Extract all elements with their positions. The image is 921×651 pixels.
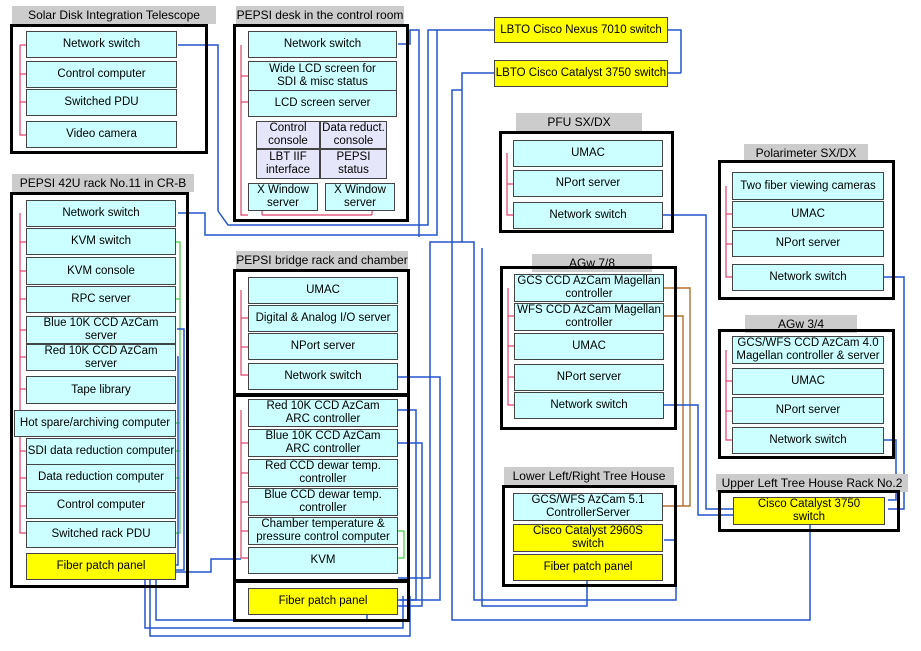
desk-wide-lcd: Wide LCD screen for SDI & misc status	[248, 61, 397, 91]
bridge-frame-fiber	[233, 580, 410, 622]
rack-tape-library: Tape library	[26, 376, 176, 404]
rack-sdi-data-reduction: SDI data reduction computer	[26, 438, 176, 465]
polarimeter-frame	[718, 160, 895, 300]
pfu-nport-server: NPort server	[513, 170, 663, 197]
desk-pepsi-status: PEPSI status	[320, 149, 387, 179]
pfu-title: PFU SX/DX	[516, 113, 642, 131]
agw78-wfs-magellan-controller: WFS CCD AzCam Magellan controller	[514, 303, 664, 331]
desk-frame	[233, 24, 409, 222]
pfu-umac: UMAC	[513, 140, 663, 167]
sdi-switched-pdu: Switched PDU	[26, 89, 177, 116]
agw78-gcs-magellan-controller: GCS CCD AzCam Magellan controller	[514, 274, 664, 302]
rack-frame	[10, 192, 189, 588]
lbto-catalyst-switch: LBTO Cisco Catalyst 3750 switch	[494, 60, 668, 87]
desk-lbt-iif-interface: LBT IIF interface	[256, 149, 320, 179]
bridge-blue-ccd-arc-controller: Blue 10K CCD AzCam ARC controller	[248, 429, 398, 457]
bridge-umac: UMAC	[248, 277, 398, 304]
desk-control-console: Control console	[256, 121, 320, 149]
bridge-kvm: KVM	[248, 547, 398, 574]
sdi-video-camera: Video camera	[26, 121, 177, 148]
desk-lcd-server: LCD screen server	[248, 90, 397, 117]
bridge-fiber-patch-panel: Fiber patch panel	[248, 588, 398, 615]
agw34-title: AGw 3/4	[745, 315, 857, 333]
bridge-nport-server: NPort server	[248, 333, 398, 360]
agw78-umac: UMAC	[514, 333, 664, 360]
bridge-chamber-control-computer: Chamber temperature & pressure control c…	[248, 517, 398, 545]
bridge-title: PEPSI bridge rack and chamber	[236, 251, 408, 269]
upper-tree-frame	[718, 490, 900, 532]
sdi-network-switch: Network switch	[26, 31, 177, 58]
agw34-network-switch: Network switch	[732, 427, 884, 454]
rack-hot-spare-computer: Hot spare/archiving computer	[14, 410, 176, 437]
rack-data-reduction-computer: Data reduction computer	[26, 464, 176, 491]
lower-tree-fiber-patch-panel: Fiber patch panel	[513, 554, 663, 581]
rack-kvm-switch: KVM switch	[26, 228, 176, 255]
rack-title: PEPSI 42U rack No.11 in CR-B	[12, 174, 194, 192]
agw34-umac: UMAC	[732, 368, 884, 395]
agw34-frame	[718, 329, 895, 459]
rack-blue-ccd-server: Blue 10K CCD AzCam server	[26, 316, 176, 344]
rack-rpc-server: RPC server	[26, 286, 176, 313]
rack-red-ccd-server: Red 10K CCD AzCam server	[26, 344, 176, 371]
bridge-network-switch: Network switch	[248, 363, 398, 390]
agw78-frame	[500, 266, 677, 430]
lower-tree-frame	[502, 485, 677, 587]
sdi-title: Solar Disk Integration Telescope	[12, 6, 216, 24]
upper-tree-title: Upper Left Tree House Rack No.2	[716, 474, 908, 492]
agw34-gcs-wfs-magellan: GCS/WFS CCD AzCam 4.0 Magellan controlle…	[732, 336, 884, 364]
lower-tree-catalyst-2960s: Cisco Catalyst 2960S switch	[513, 524, 663, 552]
polarimeter-fiber-viewing-cameras: Two fiber viewing cameras	[732, 172, 884, 200]
pfu-network-switch: Network switch	[513, 202, 663, 229]
agw78-network-switch: Network switch	[514, 392, 664, 419]
lower-tree-title: Lower Left/Right Tree House	[504, 467, 674, 485]
bridge-blue-dewar-controller: Blue CCD dewar temp. controller	[248, 488, 398, 516]
rack-fiber-patch-panel: Fiber patch panel	[26, 553, 176, 580]
polarimeter-network-switch: Network switch	[732, 264, 884, 291]
lbto-nexus-switch: LBTO Cisco Nexus 7010 switch	[494, 17, 668, 43]
rack-control-computer: Control computer	[26, 492, 176, 519]
desk-network-switch: Network switch	[248, 31, 397, 58]
polarimeter-umac: UMAC	[732, 201, 884, 228]
polarimeter-nport-server: NPort server	[732, 230, 884, 257]
sdi-control-computer: Control computer	[26, 61, 177, 88]
rack-kvm-console: KVM console	[26, 257, 176, 285]
bridge-red-dewar-controller: Red CCD dewar temp. controller	[248, 459, 398, 487]
agw78-nport-server: NPort server	[514, 364, 664, 391]
bridge-digital-analog-io-server: Digital & Analog I/O server	[248, 305, 398, 332]
bridge-red-ccd-arc-controller: Red 10K CCD AzCam ARC controller	[248, 399, 398, 427]
upper-tree-catalyst-3750: Cisco Catalyst 3750 switch	[733, 497, 885, 525]
lower-tree-azcam-server: GCS/WFS AzCam 5.1 ControllerServer	[513, 493, 663, 521]
rack-switched-pdu: Switched rack PDU	[26, 521, 176, 548]
pfu-frame	[499, 131, 674, 233]
polarimeter-title: Polarimeter SX/DX	[744, 144, 868, 162]
desk-x-window-server-2: X Window server	[325, 183, 395, 211]
agw34-nport-server: NPort server	[732, 397, 884, 424]
desk-x-window-server-1: X Window server	[248, 183, 318, 211]
desk-title: PEPSI desk in the control room	[236, 6, 404, 24]
rack-network-switch: Network switch	[26, 200, 176, 227]
sdi-frame	[10, 24, 208, 154]
desk-data-reduct-console: Data reduct. console	[320, 121, 387, 149]
